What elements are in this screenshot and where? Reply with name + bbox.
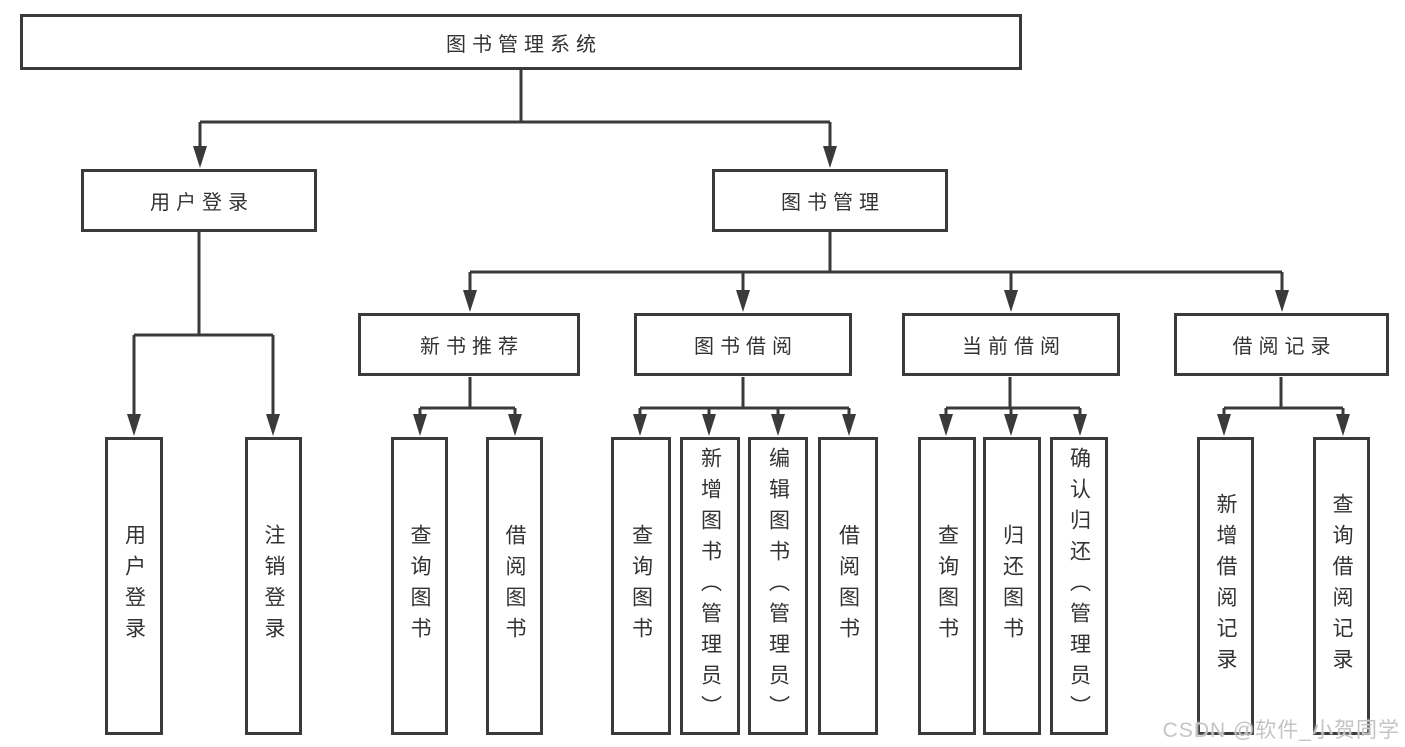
watermark: CSDN @软件_小贺同学 <box>1162 719 1400 742</box>
leaf-borrowing-borrow-books: 借阅图书 <box>818 437 878 735</box>
node-new-book-recommend: 新书推荐 <box>358 313 580 376</box>
leaf-borrowing-add-books: 新增图书（管理员） <box>680 437 740 735</box>
node-book-management: 图书管理 <box>712 169 948 232</box>
leaf-current-confirm-return: 确认归还（管理员） <box>1050 437 1108 735</box>
leaf-newbooks-query-books: 查询图书 <box>391 437 448 735</box>
leaf-records-query-record: 查询借阅记录 <box>1313 437 1370 735</box>
node-root: 图书管理系统 <box>20 14 1022 70</box>
leaf-current-query-books: 查询图书 <box>918 437 976 735</box>
leaf-user-login: 用户登录 <box>105 437 163 735</box>
leaf-newbooks-borrow-books: 借阅图书 <box>486 437 543 735</box>
leaf-current-return-books: 归还图书 <box>983 437 1041 735</box>
leaf-logout: 注销登录 <box>245 437 302 735</box>
node-user-login: 用户登录 <box>81 169 317 232</box>
node-current-borrowing: 当前借阅 <box>902 313 1120 376</box>
node-borrowing-records: 借阅记录 <box>1174 313 1389 376</box>
node-book-borrowing: 图书借阅 <box>634 313 852 376</box>
leaf-records-add-record: 新增借阅记录 <box>1197 437 1254 735</box>
leaf-borrowing-edit-books: 编辑图书（管理员） <box>748 437 808 735</box>
leaf-borrowing-query-books: 查询图书 <box>611 437 671 735</box>
